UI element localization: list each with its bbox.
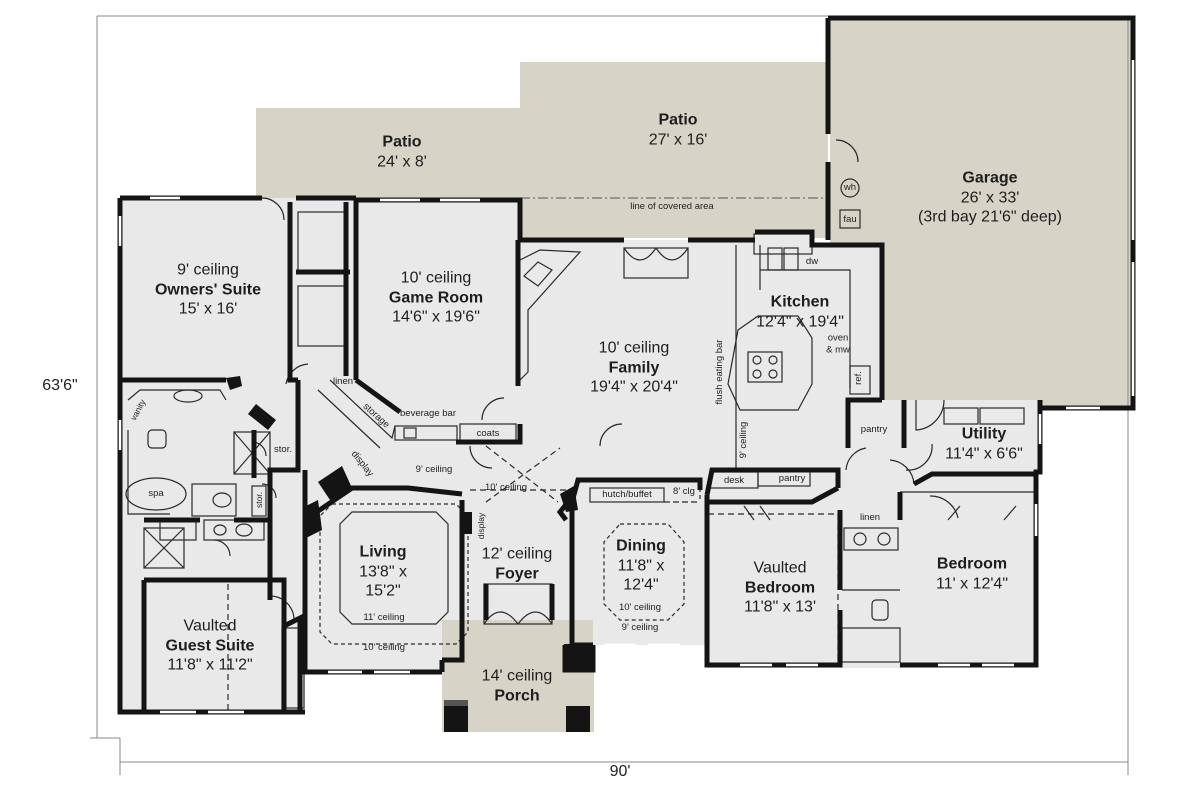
flush-bar-note: flush eating bar — [714, 339, 726, 405]
living-label: Living 13'8" x 15'2" — [359, 543, 407, 602]
hutch-note: hutch/buffet — [602, 489, 652, 501]
garage-note: (3rd bay 21'6" deep) — [918, 208, 1062, 226]
living-name: Living — [359, 543, 407, 561]
guest-suite-name: Guest Suite — [165, 637, 255, 655]
oven-line: oven — [827, 332, 849, 344]
vaulted-bedroom-size: 11'8" x 13' — [744, 598, 816, 616]
covered-area-note: line of covered area — [630, 201, 714, 213]
display2-note: display — [475, 512, 486, 540]
patio-right-label: Patio 27' x 16' — [649, 110, 708, 149]
coats-note: coats — [476, 428, 500, 440]
guest-suite-size: 11'8" x 11'2" — [167, 656, 253, 674]
interior-floor — [120, 198, 1040, 712]
pantry-hall-note: pantry — [778, 473, 806, 485]
owners-suite-label: 9' ceiling Owners' Suite 15' x 16' — [155, 261, 261, 320]
wall-solids — [226, 376, 592, 732]
owners-suite-name: Owners' Suite — [154, 281, 262, 299]
foyer-name: Foyer — [495, 565, 539, 582]
kitchen-name: Kitchen — [770, 293, 830, 311]
game-room-label: 10' ceiling Game Room 14'6" x 19'6" — [389, 269, 483, 328]
guest-suite-prefix: Vaulted — [183, 617, 237, 635]
living-size-line1: 13'8" x — [359, 563, 407, 581]
patio-right-slab — [520, 62, 828, 238]
game-room-ceiling: 10' ceiling — [400, 269, 472, 287]
owners-suite-size: 15' x 16' — [178, 300, 238, 318]
furnace-symbol — [839, 209, 861, 229]
vaulted-bedroom-name: Bedroom — [744, 579, 816, 597]
patio-right-name: Patio — [658, 111, 698, 129]
garage-label: Garage 26' x 33' (3rd bay 21'6" deep) — [918, 169, 1062, 228]
living-size-line2: 15'2" — [365, 582, 401, 600]
linen-bath-note: linen — [859, 512, 881, 524]
utility-label: Utility 11'4" x 6'6" — [945, 424, 1023, 463]
dining-size-line1: 11'8" x — [617, 557, 665, 575]
desk-note: desk — [723, 475, 745, 487]
dw-note: dw — [805, 256, 819, 268]
oven-note: oven & mw — [826, 332, 850, 355]
foyer-ceiling: 12' ceiling — [481, 545, 553, 563]
mw-line: & mw — [826, 344, 850, 355]
patio-left-label: Patio 24' x 8' — [377, 132, 427, 171]
bedroom-size: 11' x 12'4" — [936, 575, 1008, 592]
garage-name: Garage — [962, 169, 1018, 187]
spa-note: spa — [148, 488, 164, 500]
porch-name: Porch — [494, 687, 540, 704]
linen-owner-note: linen — [332, 376, 354, 388]
overall-width-label: 90' — [609, 763, 631, 781]
owners-suite-ceiling: 9' ceiling — [177, 261, 239, 279]
stor2-note: stor. — [253, 491, 264, 509]
family-label: 10' ceiling Family 19'4" x 20'4" — [590, 339, 678, 398]
ref-note: ref. — [853, 371, 865, 385]
living-ten-ceiling-note: 10' ceiling — [363, 642, 405, 654]
bedroom-name: Bedroom — [936, 555, 1008, 573]
kitchen-size: 12'4" x 19'4" — [756, 313, 844, 330]
eight-clg-note: 8' clg — [673, 486, 695, 498]
patio-left-slab — [256, 108, 528, 200]
windows — [118, 60, 1135, 714]
patio-right-size: 27' x 16' — [648, 131, 708, 148]
utility-name: Utility — [961, 425, 1007, 443]
guest-suite-label: Vaulted Guest Suite 11'8" x 11'2" — [166, 617, 255, 676]
dining-nine-ceiling-note: 9' ceiling — [621, 622, 659, 634]
family-name: Family — [608, 359, 660, 377]
bedroom-label: Bedroom 11' x 12'4" — [936, 554, 1008, 593]
kitchen-label: Kitchen 12'4" x 19'4" — [756, 292, 844, 331]
patio-left-name: Patio — [382, 133, 422, 151]
patio-left-size: 24' x 8' — [377, 153, 427, 170]
wh-note: wh — [843, 182, 857, 194]
family-ceiling: 10' ceiling — [598, 339, 670, 357]
game-room-name: Game Room — [388, 289, 484, 307]
house-floor — [120, 198, 1040, 712]
dining-name: Dining — [616, 537, 666, 555]
beverage-note: beverage bar — [400, 408, 456, 420]
dining-size-line2: 12'4" — [623, 576, 659, 594]
family-size: 19'4" x 20'4" — [590, 378, 678, 396]
dining-ten-ceiling-note: 10' ceiling — [619, 602, 661, 614]
vaulted-bedroom-prefix: Vaulted — [753, 559, 807, 577]
utility-size: 11'4" x 6'6" — [945, 445, 1023, 462]
vaulted-bedroom-label: Vaulted Bedroom 11'8" x 13' — [744, 559, 816, 618]
dining-label: Dining 11'8" x 12'4" — [616, 537, 666, 596]
porch-ceiling: 14' ceiling — [481, 667, 553, 685]
living-eleven-ceiling-note: 11' ceiling — [363, 612, 405, 624]
hall-ten-ceiling-note: 10' ceiling — [485, 482, 527, 494]
garage-size: 26' x 33' — [960, 189, 1020, 207]
overall-depth-label: 63'6" — [42, 377, 78, 395]
porch-label: 14' ceiling Porch — [482, 666, 553, 705]
fau-note: fau — [843, 214, 857, 226]
water-heater-symbol — [840, 178, 860, 198]
foyer-label: 12' ceiling Foyer — [482, 544, 553, 583]
hall-nine-ceiling-note: 9' ceiling — [415, 464, 453, 476]
game-room-size: 14'6" x 19'6" — [392, 308, 480, 326]
kitchen-nine-ceiling-note: 9' ceiling — [738, 421, 750, 459]
pantry-kitchen-note: pantry — [860, 424, 888, 436]
stor1-note: stor. — [274, 444, 292, 456]
